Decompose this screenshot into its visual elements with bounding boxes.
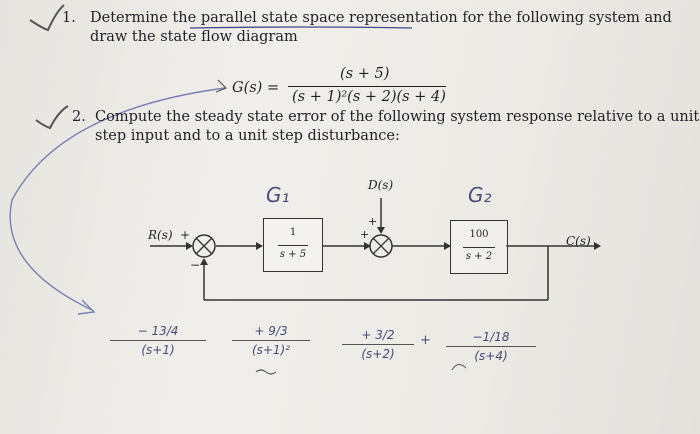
handwritten-curve-arrow — [9, 87, 226, 311]
sum1-minus: − — [190, 258, 201, 272]
q1-text-line1: Determine the parallel state space repre… — [90, 10, 672, 26]
pf-plus: + — [420, 333, 431, 348]
input-label: R(s) — [148, 228, 173, 242]
disturbance-label: D(s) — [368, 178, 394, 192]
output-label: C(s) — [566, 234, 591, 248]
arrowhead-icon — [77, 299, 96, 315]
checkmark-icon — [35, 105, 69, 130]
pf-term-1: − 13/4 (s+1) — [110, 324, 206, 357]
pf-term-2: + 9/3 (s+1)² — [232, 324, 310, 357]
sum2-plus-left: + — [360, 228, 370, 241]
checkmark-icon — [29, 4, 65, 32]
q2-text-line1: Compute the steady state error of the fo… — [95, 109, 700, 125]
sum1-plus: + — [180, 228, 191, 242]
tf-lhs: G(s) = — [232, 80, 280, 96]
summing-junction-1 — [192, 234, 216, 258]
block2-numerator: 100 — [469, 229, 489, 240]
block-g1: 1 s + 5 — [263, 218, 323, 272]
g2-label: G₂ — [468, 183, 492, 207]
g1-label: G₁ — [266, 183, 290, 207]
block-g2: 100 s + 2 — [450, 220, 508, 274]
q2-text-line2: step input and to a unit step disturbanc… — [95, 128, 400, 144]
q2-number: 2. — [72, 109, 86, 125]
block1-numerator: 1 — [289, 227, 297, 238]
q1-text-line2: draw the state flow diagram — [90, 29, 298, 45]
sum2-plus-top: + — [368, 215, 378, 228]
summing-junction-2 — [369, 234, 393, 258]
tf-fraction-bar — [288, 86, 446, 87]
block1-denominator: s + 5 — [279, 249, 307, 260]
block2-denominator: s + 2 — [465, 251, 493, 262]
tf-denominator: (s + 1)²(s + 2)(s + 4) — [292, 89, 446, 105]
pf-term-4: −1/18 (s+4) — [446, 330, 536, 363]
pf-term-3: + 3/2 (s+2) — [342, 328, 414, 361]
handwritten-underline — [189, 26, 413, 29]
q1-number: 1. — [62, 10, 76, 26]
tf-numerator: (s + 5) — [340, 66, 390, 82]
